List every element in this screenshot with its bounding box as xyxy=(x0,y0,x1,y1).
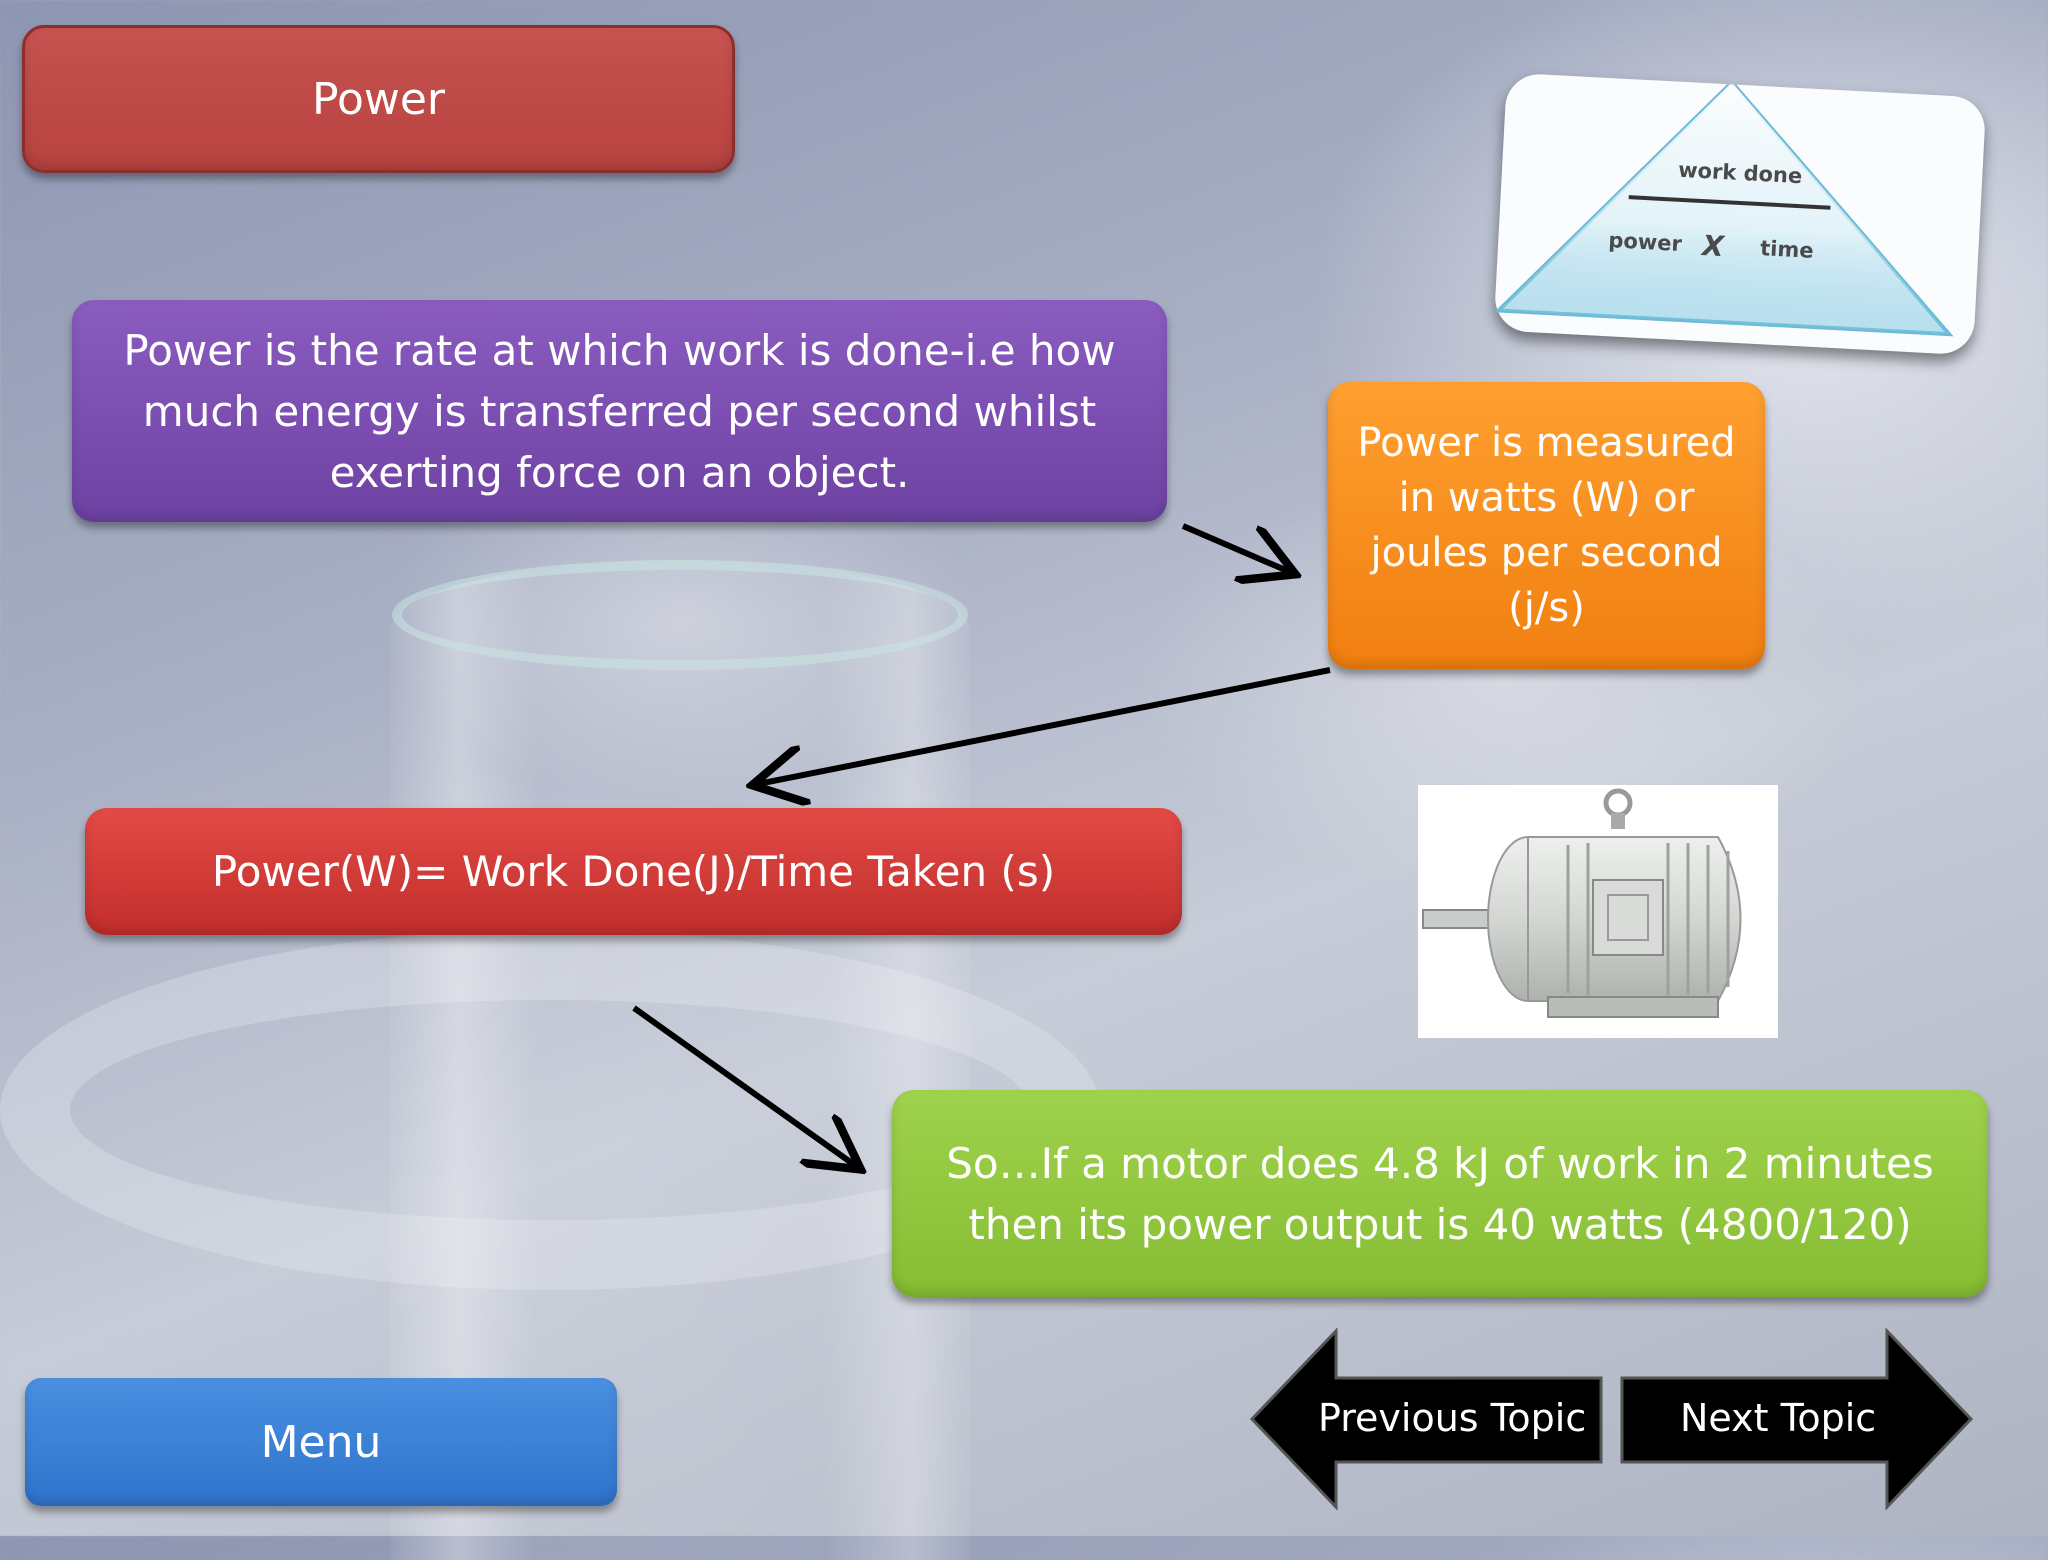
units-text: Power is measured in watts (W) or joules… xyxy=(1357,419,1736,631)
next-topic-button[interactable]: Next Topic xyxy=(1618,1328,1975,1510)
definition-text: Power is the rate at which work is done-… xyxy=(123,325,1116,497)
example-text: So…If a motor does 4.8 kJ of work in 2 m… xyxy=(946,1138,1934,1249)
arrow-units-to-formula xyxy=(758,667,1331,784)
arrow-left-icon xyxy=(1249,1328,1603,1510)
menu-button[interactable]: Menu xyxy=(25,1378,617,1506)
motor-image xyxy=(1418,785,1778,1038)
arrow-definition-to-units xyxy=(1181,523,1290,572)
slide-title-text: Power xyxy=(311,73,446,125)
formula-triangle-icon xyxy=(1493,79,1954,337)
definition-box: Power is the rate at which work is done-… xyxy=(72,300,1167,522)
formula-text: Power(W)= Work Done(J)/Time Taken (s) xyxy=(211,847,1056,896)
previous-topic-button[interactable]: Previous Topic xyxy=(1248,1328,1605,1510)
units-box: Power is measured in watts (W) or joules… xyxy=(1328,382,1765,669)
formula-triangle-image: work done power X time xyxy=(1493,72,1987,356)
arrow-formula-to-example xyxy=(632,1005,856,1166)
motor-icon xyxy=(1422,788,1742,1018)
arrow-right-icon xyxy=(1620,1328,1974,1510)
example-box: So…If a motor does 4.8 kJ of work in 2 m… xyxy=(892,1090,1988,1297)
menu-button-label: Menu xyxy=(260,1416,382,1468)
formula-box: Power(W)= Work Done(J)/Time Taken (s) xyxy=(85,808,1182,935)
next-topic-label: Next Topic xyxy=(1680,1396,1877,1440)
slide-title: Power xyxy=(22,25,735,173)
previous-topic-label: Previous Topic xyxy=(1318,1396,1587,1440)
